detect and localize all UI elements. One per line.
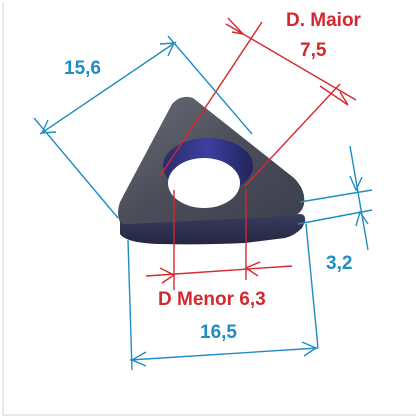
major-diameter-value: 7,5 (300, 40, 327, 61)
red-dimensions (145, 17, 357, 290)
blue-dimensions (33, 35, 373, 371)
length-arrow-2 (301, 341, 318, 357)
length-extension-left (127, 239, 133, 371)
width-dimension-line (39, 41, 177, 135)
major-arrow-1 (227, 17, 244, 35)
major-arrow-2 (319, 85, 349, 106)
thickness-dimension-line (349, 145, 369, 251)
length-dimension-label: 16,5 (200, 322, 237, 343)
width-extension-right (167, 35, 253, 135)
width-arrow-2 (159, 42, 176, 57)
major-extension-right (244, 83, 341, 187)
minor-diameter-label: D Menor 6,3 (158, 289, 266, 310)
major-dimension-line (225, 23, 357, 101)
minor-arrow-1 (159, 267, 176, 284)
thickness-arrow-1 (349, 175, 363, 192)
minor-arrow-2 (244, 261, 261, 277)
length-dimension-line (129, 347, 319, 361)
hole-opening (168, 158, 240, 208)
thickness-arrow-2 (355, 210, 369, 227)
thickness-dimension-label: 3,2 (326, 253, 353, 274)
frame-border-bottom (2, 414, 416, 416)
length-arrow-1 (130, 351, 147, 367)
thickness-extension-top (299, 189, 373, 203)
insert-part (118, 96, 306, 245)
frame-border-left (2, 2, 4, 416)
length-extension-right (305, 223, 319, 349)
major-diameter-title: D. Maior (286, 10, 361, 31)
width-extension-left (33, 117, 119, 219)
width-dimension-label: 15,6 (64, 58, 101, 79)
major-extension-left (159, 21, 263, 177)
width-arrow-1 (40, 119, 57, 134)
minor-dimension-line (145, 265, 293, 277)
